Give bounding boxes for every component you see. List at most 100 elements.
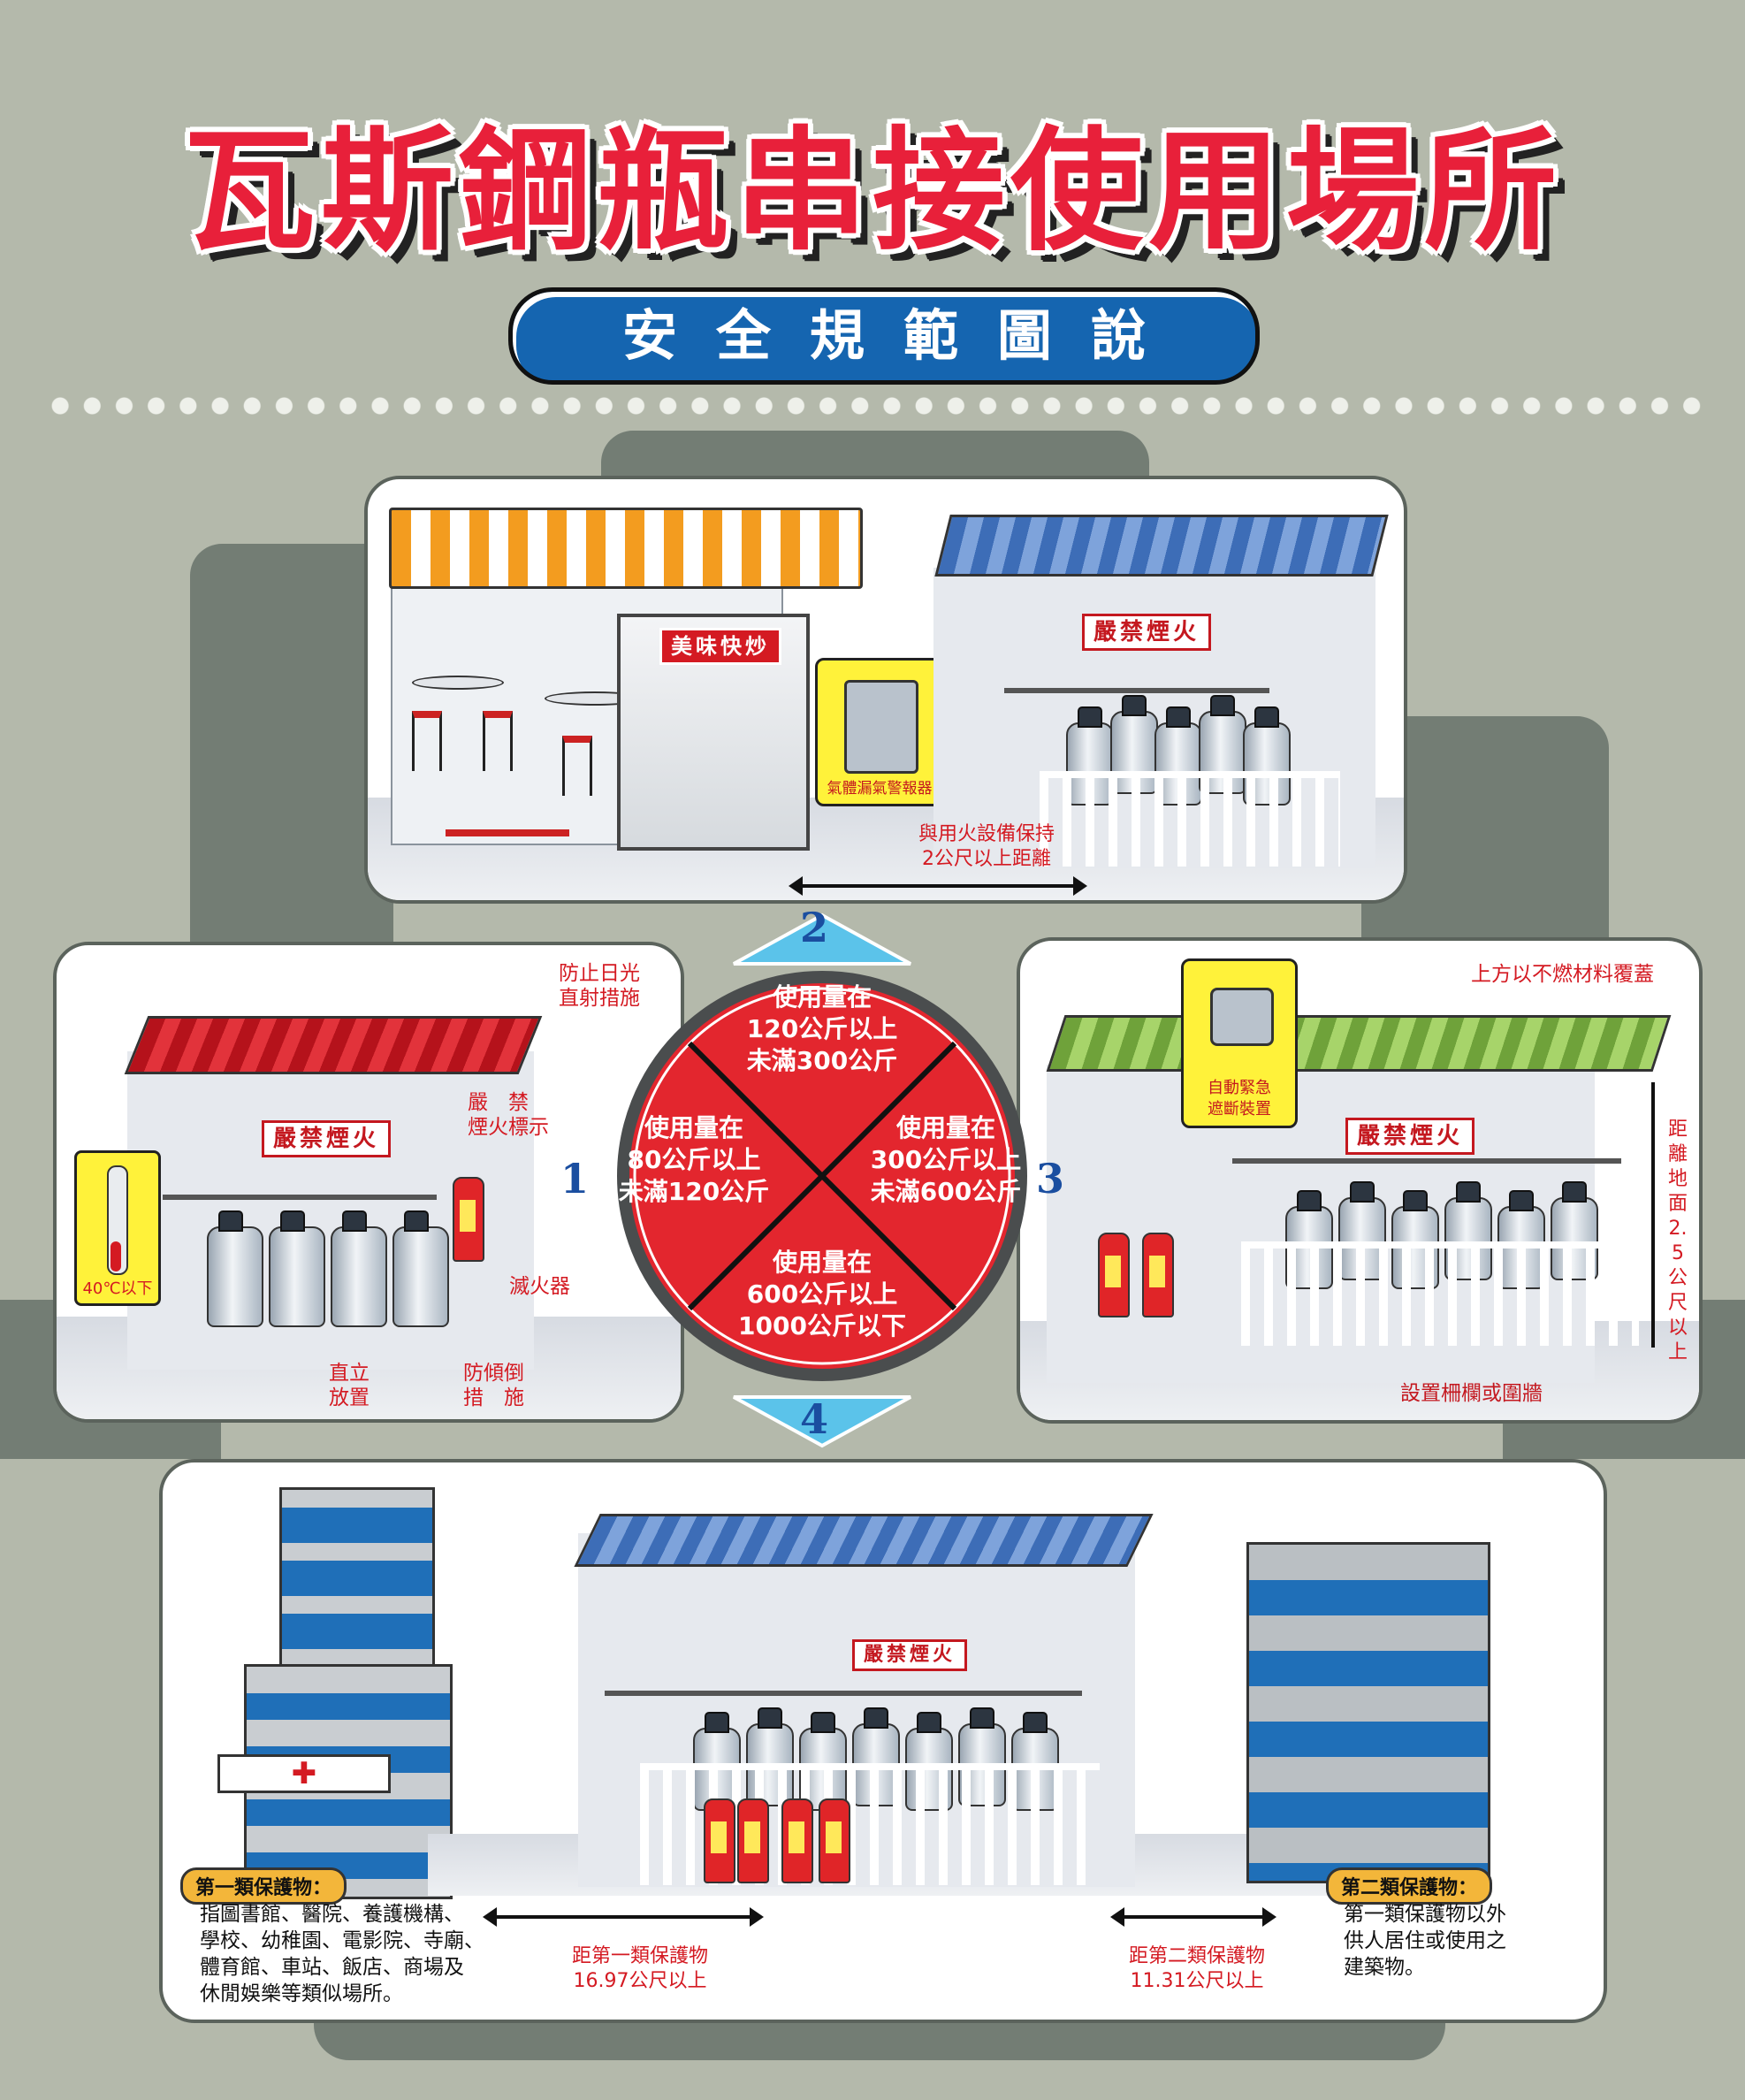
class1-desc-line: 休閒娛樂等類似場所。 [200, 1982, 403, 2005]
usage-top-line3: 未滿300公斤 [746, 1046, 898, 1075]
fire-extinguisher-icon [704, 1798, 735, 1883]
manifold-pipe [1232, 1158, 1621, 1164]
sign-label: 嚴 禁 煙火標示 [468, 1090, 549, 1140]
fire-extinguisher-icon [1098, 1233, 1130, 1317]
usage-top-line1: 使用量在 [772, 982, 872, 1012]
usage-top-line2: 120公斤以上 [746, 1014, 898, 1043]
dotted-divider [44, 395, 1706, 416]
gas-alarm-label: 氣體漏氣警報器 [827, 780, 933, 798]
fire-extinguisher-icon [453, 1177, 484, 1262]
distance-arrow [789, 876, 1087, 896]
class2-description: 第一類保護物以外 供人居住或使用之 建築物。 [1344, 1901, 1506, 1981]
class2-title: 第二類保護物： [1326, 1867, 1493, 1905]
class1-desc-line: 學校、幼稚園、電影院、寺廟、 [200, 1929, 484, 1952]
usage-bottom-line1: 使用量在 [772, 1248, 872, 1277]
no-fire-sign: 嚴禁煙火 [1345, 1118, 1475, 1155]
apartment-building-icon [1246, 1542, 1490, 1883]
green-roof [1046, 1015, 1672, 1072]
usage-right-line2: 300公斤以上 [870, 1145, 1022, 1174]
usage-left-line1: 使用量在 [644, 1113, 743, 1142]
fire-extinguisher-icon [1142, 1233, 1174, 1317]
height-arrow [1651, 1082, 1655, 1348]
circle-divider [687, 1041, 957, 1311]
distance-class1-label: 距第一類保護物 16.97公尺以上 [516, 1944, 764, 1994]
distance-class2-line2: 11.31公尺以上 [1130, 1970, 1264, 1992]
step-number-1: 1 [560, 1155, 590, 1203]
arrow-down-icon [733, 1395, 911, 1448]
usage-bottom-line3: 1000公斤以下 [738, 1311, 906, 1340]
distance-label-line2: 2公尺以上距離 [922, 848, 1051, 870]
table-1 [412, 676, 504, 690]
usage-range-left: 使用量在 80公斤以上 未滿120公斤 [601, 1112, 787, 1208]
thermometer-callout: 40℃以下 [74, 1150, 161, 1306]
valve-label: 自動緊急 遮斷裝置 [1184, 1078, 1295, 1120]
no-fire-sign: 嚴禁煙火 [262, 1120, 392, 1157]
bottom-scene-panel: ✚ 嚴禁煙火 第一類保護物： 指圖書館、醫院、養護機構、 學校、幼稚園、電影院、… [159, 1459, 1607, 2023]
gas-cylinder-icon [207, 1210, 263, 1327]
usage-circle-diagram [617, 913, 1027, 1448]
no-fire-sign: 嚴禁煙火 [852, 1639, 968, 1671]
sunshade-label: 防止日光 直射措施 [490, 961, 640, 1011]
stall-sign: 美味快炒 [659, 628, 781, 665]
building-tower [279, 1487, 435, 1669]
stool-1 [412, 711, 442, 771]
antitip-label: 防傾倒 措 施 [463, 1361, 524, 1410]
roof-material-label: 上方以不燃材料覆蓋 [1471, 963, 1654, 986]
red-roof [124, 1016, 543, 1074]
class2-desc-line: 第一類保護物以外 [1344, 1903, 1506, 1926]
thermometer-bulb [110, 1241, 121, 1271]
usage-left-line3: 未滿120公斤 [618, 1177, 770, 1206]
manifold-pipe [163, 1195, 437, 1200]
blue-roof [934, 515, 1389, 577]
distance-label-line1: 與用火設備保持 [918, 823, 1055, 845]
sign-label-line1: 嚴 禁 [468, 1091, 529, 1114]
usage-range-bottom: 使用量在 600公斤以上 1000公斤以下 [716, 1247, 928, 1342]
distance-class1-line2: 16.97公尺以上 [573, 1970, 707, 1992]
step-number-4: 4 [800, 1395, 829, 1443]
sign-label-line2: 煙火標示 [468, 1116, 549, 1139]
step-number-2: 2 [800, 904, 829, 951]
valve-label-line1: 自動緊急 [1208, 1079, 1271, 1097]
thermometer-label: 40℃以下 [82, 1279, 153, 1298]
page-subtitle: 安全規範圖說 [508, 287, 1260, 385]
antitip-label-line2: 措 施 [463, 1386, 524, 1409]
usage-range-top: 使用量在 120公斤以上 未滿300公斤 [716, 981, 928, 1077]
right-scene-panel: 上方以不燃材料覆蓋 自動緊急 遮斷裝置 嚴禁煙火 距離地面2.5公尺以上 設置柵… [1017, 937, 1703, 1424]
page-title: 瓦斯鋼瓶串接使用場所 [182, 115, 1562, 269]
step-number-3: 3 [1036, 1155, 1065, 1203]
manifold-pipe [1004, 688, 1269, 693]
gas-cylinder-icon [392, 1210, 449, 1327]
class1-desc-line: 體育館、車站、飯店、商場及 [200, 1956, 464, 1979]
gas-alarm-callout: 氣體漏氣警報器 [815, 658, 944, 806]
hospital-building-icon [244, 1487, 453, 1903]
usage-left-line2: 80公斤以上 [627, 1145, 761, 1174]
distance-class2-line1: 距第二類保護物 [1128, 1945, 1265, 1967]
gas-alarm-device-icon [844, 680, 918, 774]
blue-roof [574, 1514, 1154, 1567]
distance-arrow-class1 [483, 1907, 764, 1927]
gas-cylinder-icon [331, 1210, 387, 1327]
class2-desc-line: 供人居住或使用之 [1344, 1929, 1506, 1952]
gas-cylinder-icon [269, 1210, 325, 1327]
sunshade-label-line2: 直射措施 [559, 987, 640, 1010]
usage-right-line3: 未滿600公斤 [870, 1177, 1022, 1206]
class1-title: 第一類保護物： [180, 1867, 347, 1905]
distance-class2-label: 距第二類保護物 11.31公尺以上 [1091, 1944, 1303, 1994]
height-label: 距離地面2.5公尺以上 [1667, 1119, 1688, 1363]
fence-label: 設置柵欄或圍牆 [1400, 1382, 1543, 1405]
extinguisher-label: 滅火器 [509, 1275, 570, 1298]
usage-bottom-line2: 600公斤以上 [746, 1279, 898, 1309]
usage-right-line1: 使用量在 [895, 1113, 995, 1142]
valve-label-line2: 遮斷裝置 [1208, 1100, 1271, 1119]
valve-callout: 自動緊急 遮斷裝置 [1181, 958, 1298, 1128]
upright-label-line2: 放置 [329, 1386, 370, 1409]
fire-extinguisher-icon [737, 1798, 769, 1883]
left-scene-panel: 防止日光 直射措施 嚴禁煙火 嚴 禁 煙火標示 40℃以下 滅火器 直立 放置 … [53, 942, 684, 1423]
upright-label-line1: 直立 [329, 1362, 370, 1385]
emergency-valve-icon [1210, 988, 1274, 1046]
manifold-pipe [605, 1691, 1082, 1696]
fire-extinguisher-icon [781, 1798, 813, 1883]
arrow-up-icon [733, 913, 911, 966]
sunshade-label-line1: 防止日光 [559, 962, 640, 985]
red-doormat [446, 829, 569, 836]
